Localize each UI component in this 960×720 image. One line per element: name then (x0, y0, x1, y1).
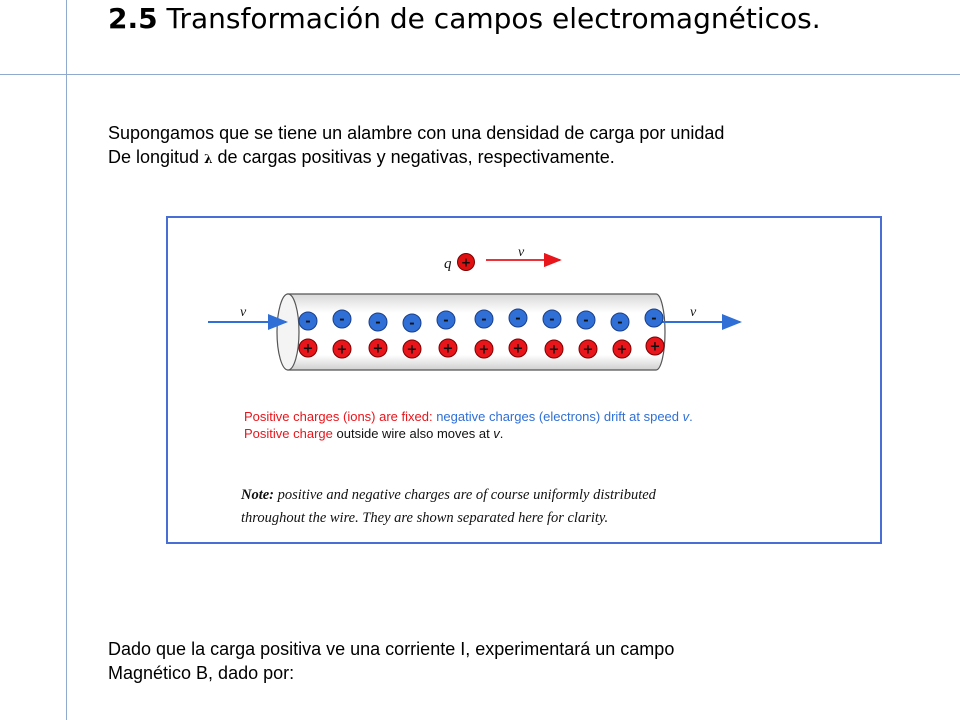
negative-charge-sign: - (515, 312, 520, 327)
charge-q-label: q (444, 256, 452, 272)
negative-charge-circle (508, 308, 528, 328)
negative-charge-sign: - (375, 316, 380, 331)
negative-charge-circle (368, 312, 388, 332)
note-label: Note: (241, 487, 275, 503)
positive-charge-sign: + (583, 343, 594, 358)
caption-outside-moves: outside wire also moves at (332, 426, 494, 441)
positive-charge-sign: + (337, 343, 348, 358)
caption-electron-drift: negative charges (electrons) drift at sp… (432, 409, 683, 424)
positive-charge-sign: + (303, 342, 314, 357)
negative-charge-sign: - (651, 312, 656, 327)
negative-charge-sign: - (443, 314, 448, 329)
negative-charge-circle (402, 313, 422, 333)
negative-charge-circle (474, 309, 494, 329)
note-line-2: throughout the wire. They are shown sepa… (241, 510, 609, 526)
positive-charge-circle (298, 338, 318, 358)
vertical-guide-line (66, 0, 67, 720)
negative-charge-sign: - (583, 314, 588, 329)
positive-charge-sign: + (443, 342, 454, 357)
negative-charge-sign: - (617, 316, 622, 331)
intro-line-2-end: de cargas positivas y negativas, respect… (212, 147, 615, 167)
positive-charge-sign: + (513, 342, 524, 357)
positive-charge-circle (578, 339, 598, 359)
positive-charge-sign: + (479, 343, 490, 358)
conclusion-paragraph: Dado que la carga positiva ve una corrie… (108, 637, 958, 685)
intro-paragraph: Supongamos que se tiene un alambre con u… (108, 121, 958, 171)
note-line-1: Note: positive and negative charges are … (241, 484, 656, 507)
conclusion-line-2: Magnético B, dado por: (108, 663, 295, 683)
charge-velocity-label: v (518, 245, 525, 260)
positive-charge-circle (438, 338, 458, 358)
positive-charge-sign: + (617, 343, 628, 358)
negative-charge-circle (436, 310, 456, 330)
negative-charge-sign: - (549, 313, 554, 328)
negative-charge-sign: - (481, 313, 486, 328)
positive-charge-sign: + (407, 343, 418, 358)
negative-charge-circle (542, 309, 562, 329)
note-line-1-text: positive and negative charges are of cou… (274, 487, 656, 503)
intro-line-2: De longitud λ de cargas positivas y nega… (108, 145, 958, 171)
intro-line-2-start: De longitud (108, 147, 205, 167)
positive-charge-sign: + (373, 342, 384, 357)
caption-line-1-end: . (689, 409, 693, 424)
wire-end-cap (276, 293, 300, 371)
figure-note: Note: positive and negative charges are … (241, 484, 656, 530)
caption-line-2: Positive charge outside wire also moves … (244, 425, 693, 442)
section-title-text: Transformación de campos electromagnétic… (166, 2, 821, 35)
positive-charge-circle (544, 339, 564, 359)
figure-caption: Positive charges (ions) are fixed: negat… (244, 408, 693, 442)
caption-speed-v: v (682, 409, 690, 424)
section-number: 2.5 (108, 2, 158, 35)
page-title: 2.5 Transformación de campos electromagn… (108, 2, 821, 35)
outside-positive-charge (457, 253, 475, 271)
intro-line-1: Supongamos que se tiene un alambre con u… (108, 123, 725, 143)
right-arrow-label: v (690, 305, 697, 320)
negative-charges-row: ----------- (298, 308, 664, 333)
positive-charge-circle (612, 339, 632, 359)
caption-speed-v2: v (493, 426, 500, 441)
negative-charge-sign: - (409, 317, 414, 332)
horizontal-guide-line (0, 74, 960, 75)
caption-positive-charge: Positive charge (244, 426, 333, 441)
negative-charge-circle (610, 312, 630, 332)
wire-charges-figure: v v q + v - - - - - - - - - - - + + + + + + + + + + + Positi… (166, 216, 882, 544)
positive-charges-row: + + + + + + + + + + + (298, 336, 665, 359)
positive-charge-circle (474, 339, 494, 359)
negative-charge-sign: - (305, 315, 310, 330)
lambda-symbol: λ (204, 152, 213, 166)
positive-charge-circle (645, 336, 665, 356)
positive-charge-circle (368, 338, 388, 358)
negative-charge-circle (298, 311, 318, 331)
wire-diagram: v v q + v - - - - - - - - - - - + + + + + + + + + + + (208, 245, 742, 371)
left-arrow-label: v (240, 305, 247, 320)
negative-charge-circle (576, 310, 596, 330)
outside-charge-sign: + (461, 256, 471, 270)
positive-charge-sign: + (650, 340, 661, 355)
positive-charge-sign: + (549, 343, 560, 358)
caption-fixed-ions: Positive charges (ions) are fixed: (244, 409, 433, 424)
caption-line-2-end: . (499, 426, 504, 441)
wire-body (287, 293, 666, 371)
conclusion-line-1: Dado que la carga positiva ve una corrie… (108, 639, 675, 659)
positive-charge-circle (508, 338, 528, 358)
positive-charge-circle (332, 339, 352, 359)
negative-charge-circle (332, 309, 352, 329)
negative-charge-sign: - (339, 313, 344, 328)
positive-charge-circle (402, 339, 422, 359)
negative-charge-circle (644, 308, 664, 328)
caption-line-1: Positive charges (ions) are fixed: negat… (244, 408, 693, 425)
